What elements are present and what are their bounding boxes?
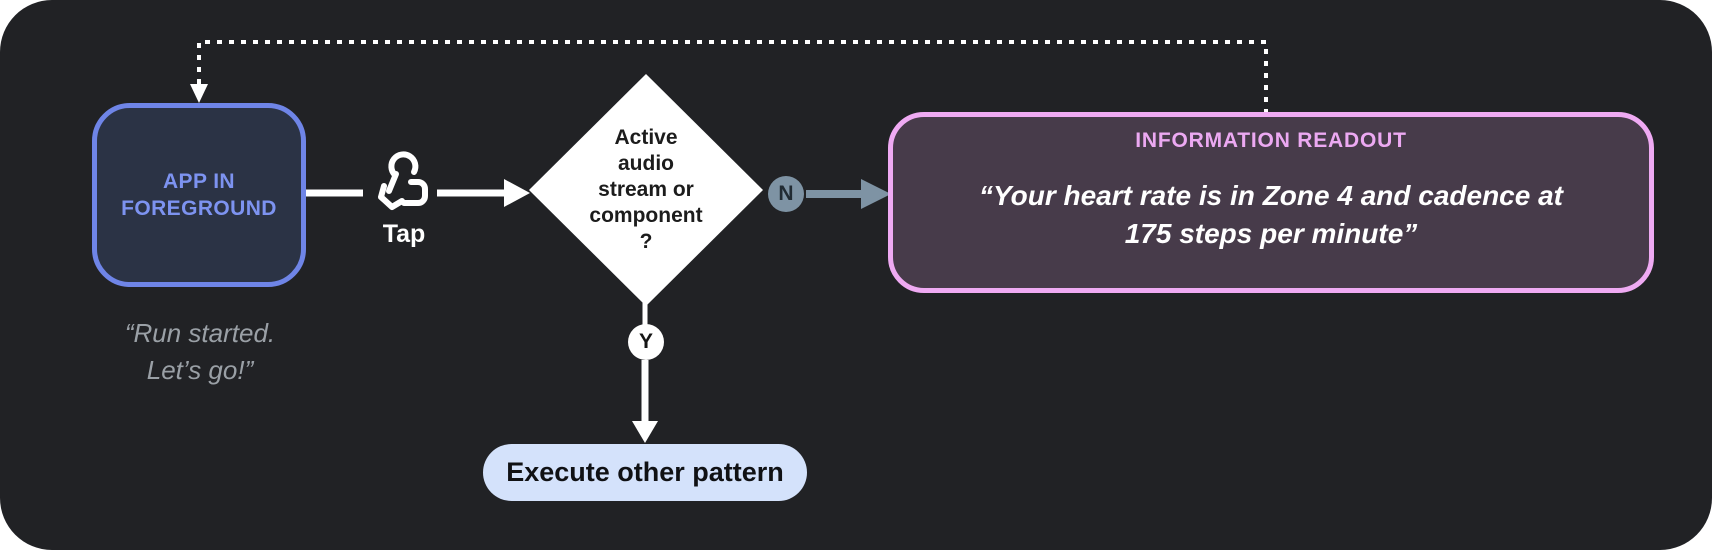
app-voice-quote-line1: “Run started. <box>124 318 276 348</box>
decision-label: Active audio stream or component ? <box>529 74 763 306</box>
node-information-readout: INFORMATION READOUT “Your heart rate is … <box>888 112 1654 293</box>
decision-line-5: ? <box>639 230 653 253</box>
feedback-arrowhead-icon <box>190 84 208 103</box>
decision-line-3: stream or <box>598 178 694 201</box>
decision-diamond-shape <box>529 74 763 306</box>
yes-to-execute-arrowhead-icon <box>632 421 658 443</box>
app-voice-quote: “Run started. Let’s go!” <box>50 315 350 389</box>
tap-to-decision-arrowhead-icon <box>504 179 530 207</box>
decision-line-2: audio <box>618 152 674 175</box>
decision-line-4: component <box>589 204 703 227</box>
information-readout-title: INFORMATION READOUT <box>1135 129 1407 152</box>
decision-line-1: Active <box>614 126 678 149</box>
app-in-foreground-label: APP IN FOREGROUND <box>121 169 277 220</box>
tap-action: Tap <box>366 150 442 249</box>
information-readout-quote-line2: 175 steps per minute” <box>1124 218 1418 249</box>
app-voice-quote-line2: Let’s go!” <box>146 355 254 385</box>
node-execute-other-pattern: Execute other pattern <box>483 444 807 501</box>
branch-yes-badge: Y <box>628 324 664 360</box>
feedback-dotted-connector <box>197 40 1268 114</box>
node-app-in-foreground: APP IN FOREGROUND <box>92 103 306 287</box>
information-readout-quote-line1: “Your heart rate is in Zone 4 and cadenc… <box>978 180 1564 211</box>
information-readout-quote: “Your heart rate is in Zone 4 and cadenc… <box>893 177 1649 253</box>
tap-label: Tap <box>382 220 426 248</box>
branch-no-badge: N <box>768 176 804 212</box>
tap-gesture-icon <box>378 151 428 210</box>
no-to-readout-arrowhead-icon <box>861 179 891 209</box>
